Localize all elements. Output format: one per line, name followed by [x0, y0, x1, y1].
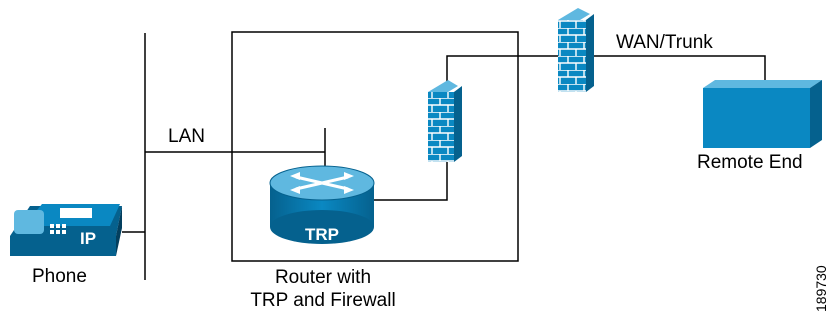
remote-end-label: Remote End	[697, 152, 803, 173]
router-enclosure-box	[231, 31, 519, 262]
lan-label: LAN	[168, 126, 205, 147]
phone-label: Phone	[32, 266, 87, 287]
router-label-line1: Router with	[275, 267, 371, 288]
ip-phone-icon: IP	[10, 204, 122, 256]
router-firewall-link-line	[374, 158, 448, 201]
router-icon: TRP	[269, 165, 375, 244]
firewall-icon	[428, 80, 462, 162]
firewall-icon	[558, 8, 594, 92]
figure-id-label: 189730	[813, 265, 829, 312]
router-badge-text: TRP	[305, 225, 339, 244]
remote-end-device-icon	[703, 80, 822, 148]
wan-trunk-label: WAN/Trunk	[616, 32, 713, 53]
wan-trunk-line	[590, 55, 766, 80]
firewall-firewall-link-line	[446, 55, 558, 98]
phone-badge-text: IP	[80, 229, 96, 248]
router-label-line2: TRP and Firewall	[250, 290, 395, 311]
